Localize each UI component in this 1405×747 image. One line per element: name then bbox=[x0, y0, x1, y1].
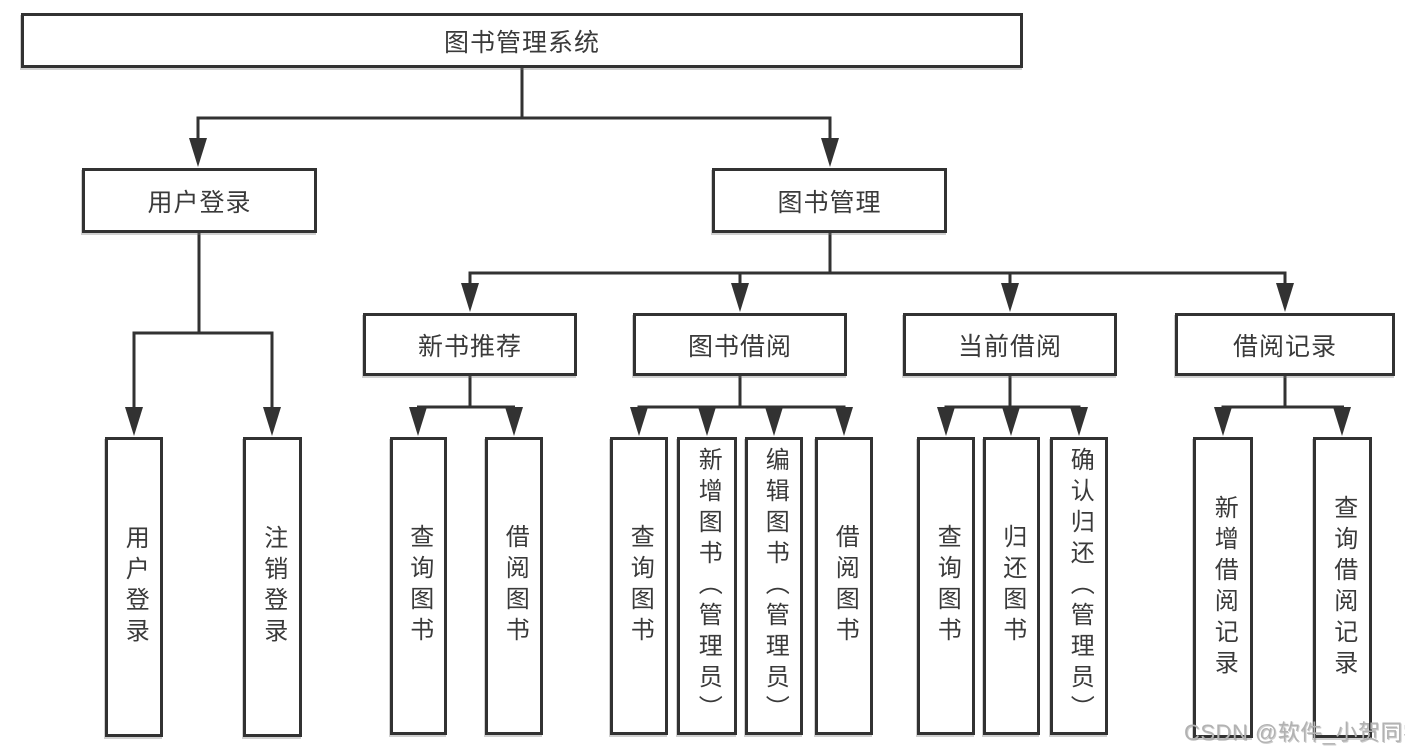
leaf-query-books-borrow: 查询图书 bbox=[610, 437, 668, 735]
arrow-down-icon bbox=[1070, 407, 1088, 436]
arrow-down-icon bbox=[1002, 407, 1020, 436]
node-user-login: 用户登录 bbox=[82, 168, 317, 233]
arrow-down-icon bbox=[821, 138, 839, 167]
arrow-down-icon bbox=[835, 407, 853, 436]
csdn-watermark: CSDN @软件_小贺同学 bbox=[1184, 720, 1405, 745]
leaf-query-borrow-record: 查询借阅记录 bbox=[1313, 437, 1372, 738]
arrow-down-icon bbox=[1001, 283, 1019, 312]
arrow-down-icon bbox=[937, 407, 955, 436]
leaf-user-login: 用户登录 bbox=[105, 437, 163, 737]
arrow-down-icon bbox=[630, 407, 648, 436]
leaf-add-borrow-record: 新增借阅记录 bbox=[1193, 437, 1253, 738]
node-current-borrowing: 当前借阅 bbox=[903, 313, 1117, 376]
arrow-down-icon bbox=[125, 407, 143, 436]
leaf-query-books-current: 查询图书 bbox=[917, 437, 975, 735]
arrow-down-icon bbox=[505, 407, 523, 436]
arrow-down-icon bbox=[698, 407, 716, 436]
arrow-down-icon bbox=[461, 283, 479, 312]
leaf-borrow-books-borrow: 借阅图书 bbox=[815, 437, 873, 735]
arrow-down-icon bbox=[1276, 283, 1294, 312]
node-borrow-records: 借阅记录 bbox=[1175, 313, 1395, 376]
arrow-down-icon bbox=[189, 138, 207, 167]
arrow-down-icon bbox=[765, 407, 783, 436]
arrow-down-icon bbox=[1333, 407, 1351, 436]
leaf-edit-book-admin: 编辑图书（管理员） bbox=[745, 437, 803, 735]
node-book-borrowing: 图书借阅 bbox=[633, 313, 847, 376]
arrow-down-icon bbox=[263, 407, 281, 436]
leaf-confirm-return-admin: 确认归还（管理员） bbox=[1050, 437, 1108, 735]
leaf-add-book-admin: 新增图书（管理员） bbox=[677, 437, 737, 735]
arrow-down-icon bbox=[1214, 407, 1232, 436]
leaf-borrow-books-recommend: 借阅图书 bbox=[485, 437, 543, 735]
node-library-system: 图书管理系统 bbox=[21, 13, 1023, 68]
leaf-query-books-recommend: 查询图书 bbox=[390, 437, 447, 735]
arrow-down-icon bbox=[409, 407, 427, 436]
node-book-management: 图书管理 bbox=[712, 168, 947, 233]
leaf-logout: 注销登录 bbox=[243, 437, 302, 737]
arrow-down-icon bbox=[731, 283, 749, 312]
leaf-return-book: 归还图书 bbox=[983, 437, 1040, 735]
node-new-book-recommend: 新书推荐 bbox=[363, 313, 577, 376]
